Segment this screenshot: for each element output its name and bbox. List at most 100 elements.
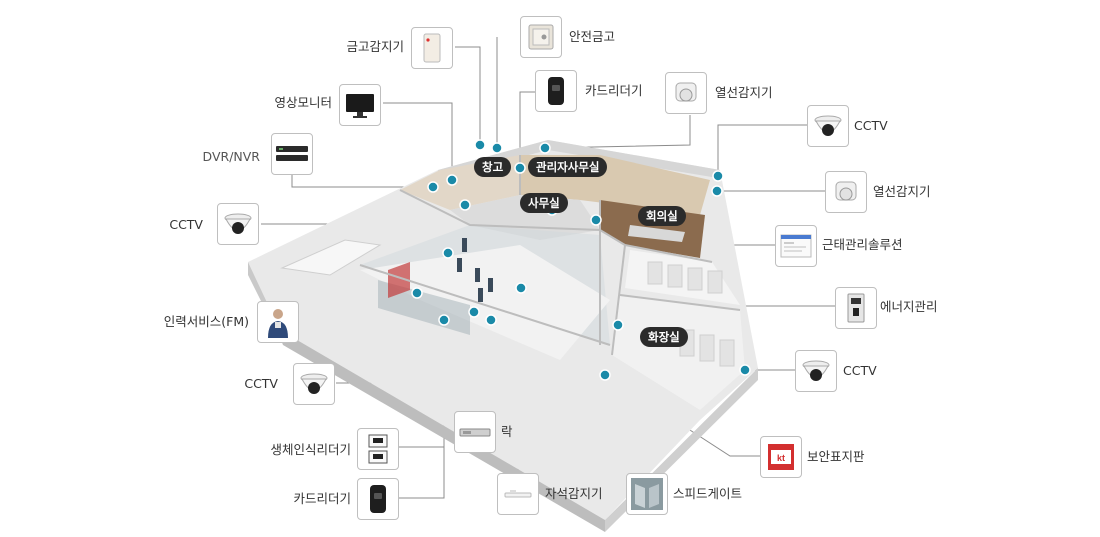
sensor-dot <box>459 199 471 211</box>
sensor-dot <box>712 170 724 182</box>
label-fm-service: 인력서비스(FM) <box>163 314 249 329</box>
stall <box>687 267 703 291</box>
connector-dots <box>411 139 751 381</box>
cctv-right-device <box>795 350 837 392</box>
person <box>478 288 483 302</box>
lobby-floor <box>360 245 610 360</box>
dome-camera-icon <box>224 213 252 234</box>
safe-sensor-icon <box>423 33 441 63</box>
magnetic-sensor-icon <box>504 490 532 498</box>
video-monitor-device <box>339 84 381 126</box>
lock-device <box>454 411 496 453</box>
sensor-dot <box>711 185 723 197</box>
label-biometric-reader: 생체인식리더기 <box>270 442 351 457</box>
connector-line <box>291 152 433 188</box>
room-label-office: 사무실 <box>520 193 568 213</box>
monitor-icon <box>346 94 374 118</box>
dome-camera-icon <box>814 115 842 136</box>
security-sign-device: kt <box>760 436 802 478</box>
attendance-software-icon <box>780 234 812 258</box>
stall <box>647 261 663 285</box>
connector-line <box>544 115 691 149</box>
speed-gate-icon <box>631 478 663 510</box>
thermal-sensor-top-device <box>665 72 707 114</box>
card-reader-icon <box>548 77 564 105</box>
cctv-top-right-device <box>807 105 849 147</box>
label-magnetic-sensor: 자석감지기 <box>545 486 603 501</box>
room-label-storage: 창고 <box>474 157 512 177</box>
label-speed-gate: 스피드게이트 <box>673 486 743 501</box>
stall <box>667 264 683 288</box>
thermal-sensor-icon <box>675 82 697 102</box>
person <box>488 278 493 292</box>
label-cctv-bottom-left: CCTV <box>244 376 278 391</box>
partition <box>359 264 611 346</box>
stair-block <box>280 239 382 276</box>
dvr-icon <box>276 146 308 161</box>
label-energy: 에너지관리 <box>880 299 938 314</box>
sensor-dot <box>485 314 497 326</box>
security-sign-icon: kt <box>768 444 794 470</box>
partitions <box>359 155 741 356</box>
label-safe: 안전금고 <box>569 29 616 44</box>
partition <box>611 244 626 356</box>
speed-gate-device <box>626 473 668 515</box>
label-cctv-top-right: CCTV <box>854 118 888 133</box>
sensor-dot <box>411 287 423 299</box>
room-label-meeting: 회의실 <box>638 206 686 226</box>
thermal-sensor-icon <box>835 181 857 201</box>
safe-sensor-device <box>411 27 453 69</box>
energy-panel-icon <box>847 293 865 323</box>
room-label-admin-office: 관리자사무실 <box>528 157 608 177</box>
label-security-sign: 보안표지판 <box>807 449 865 464</box>
sensor-dot <box>474 139 486 151</box>
sensor-dot <box>612 319 624 331</box>
sensor-dot <box>599 369 611 381</box>
sensor-dot <box>438 314 450 326</box>
stall <box>719 339 735 367</box>
worker-icon <box>268 309 288 338</box>
sensor-dot <box>491 142 503 154</box>
label-safe-sensor: 금고감지기 <box>346 39 404 54</box>
sensor-dot <box>739 364 751 376</box>
stall <box>707 270 723 294</box>
partition <box>619 294 741 311</box>
connector-line <box>399 447 445 499</box>
connector-line <box>519 91 535 168</box>
person <box>457 258 462 272</box>
sensor-dot <box>514 162 526 174</box>
connector-line <box>383 102 453 180</box>
label-video-monitor: 영상모니터 <box>274 95 332 110</box>
thermal-sensor-right-device <box>825 171 867 213</box>
label-dvr-nvr: DVR/NVR <box>202 149 260 164</box>
sensor-dot <box>515 282 527 294</box>
card-reader-bottom-device <box>357 478 399 520</box>
label-cctv-left: CCTV <box>169 217 203 232</box>
fm-service-device <box>257 301 299 343</box>
restroom-lower-floor <box>612 295 745 410</box>
stall <box>699 334 715 362</box>
safe-device <box>520 16 562 58</box>
person <box>475 268 480 282</box>
label-lock: 락 <box>501 424 513 439</box>
cctv-left-device <box>217 203 259 245</box>
biometric-reader-icon <box>368 434 388 464</box>
label-attendance: 근태관리솔루션 <box>822 237 903 252</box>
magnetic-lock-icon <box>459 428 491 437</box>
person <box>462 238 467 252</box>
biometric-reader-device <box>357 428 399 470</box>
dome-camera-icon <box>802 360 830 381</box>
label-card-reader-top: 카드리더기 <box>585 83 643 98</box>
people <box>457 238 493 302</box>
label-cctv-right: CCTV <box>843 363 877 378</box>
magnetic-sensor-device <box>497 473 539 515</box>
sensor-dot <box>539 142 551 154</box>
wall-panel-red <box>388 262 410 298</box>
label-thermal-sensor-top: 열선감지기 <box>715 85 773 100</box>
dome-camera-icon <box>300 373 328 394</box>
cctv-bottom-left-device <box>293 363 335 405</box>
safe-icon <box>528 24 554 50</box>
sensor-dot <box>427 181 439 193</box>
dvr-nvr-device <box>271 133 313 175</box>
meeting-table <box>628 225 685 242</box>
